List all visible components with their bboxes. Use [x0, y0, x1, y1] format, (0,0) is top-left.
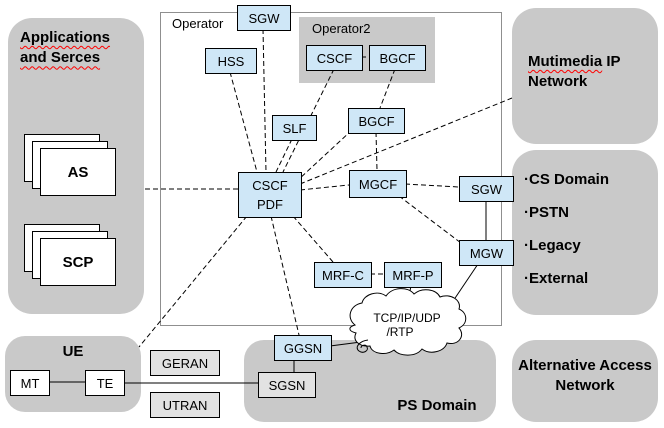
cs-domain-item: ·PSTN: [524, 204, 569, 221]
mgcf-node: MGCF: [349, 170, 407, 198]
cscf-label: CSCF: [252, 178, 288, 193]
operator2-label: Operator2: [312, 21, 371, 36]
sgw-node-right: SGW: [459, 176, 514, 202]
slf-node: SLF: [272, 115, 317, 141]
ggsn-node: GGSN: [274, 335, 332, 361]
applications-services-text: Applications and Serces: [20, 29, 111, 67]
operator-label: Operator: [172, 16, 224, 31]
cscf-node-operator2: CSCF: [306, 45, 363, 71]
cs-domain-item: ·External: [524, 270, 589, 287]
scp-stack: SCP: [24, 224, 116, 286]
bgcf-node: BGCF: [348, 108, 405, 134]
multimedia-ip-network-title: Mutimedia IP Network: [528, 52, 636, 93]
hss-node: HSS: [205, 48, 257, 74]
mrf-c-node: MRF-C: [314, 262, 372, 288]
geran-node: GERAN: [150, 350, 220, 376]
cs-domain-list: ·CS Domain ·PSTN ·Legacy ·External: [524, 168, 650, 300]
mt-node: MT: [10, 370, 50, 396]
scp-node: SCP: [40, 238, 116, 286]
multimedia-ip-network-panel: [512, 8, 658, 144]
sgsn-node: SGSN: [258, 372, 316, 398]
cs-domain-panel: [512, 150, 658, 315]
cscf-pdf-node: CSCF PDF: [238, 172, 302, 218]
multimedia-rest: IP Network: [528, 53, 621, 91]
cloud-label-line2: /RTP: [386, 325, 413, 339]
alternative-access-title: Alternative Access Network: [518, 357, 652, 395]
ue-title: UE: [62, 343, 84, 360]
as-stack: AS: [24, 134, 116, 196]
alternative-access-panel: [512, 340, 658, 422]
cs-domain-item: ·Legacy: [524, 237, 581, 254]
applications-services-title: Applications and Serces: [20, 28, 132, 69]
as-node: AS: [40, 148, 116, 196]
mrf-p-node: MRF-P: [384, 262, 442, 288]
cs-domain-item: ·CS Domain: [524, 171, 610, 188]
multimedia-word: Mutimedia: [528, 53, 603, 70]
pdf-label: PDF: [257, 197, 283, 212]
ps-domain-title: PS Domain: [397, 397, 477, 414]
mgw-node: MGW: [459, 240, 514, 266]
te-node: TE: [85, 370, 125, 396]
utran-node: UTRAN: [150, 392, 220, 418]
bgcf-node-operator2: BGCF: [369, 45, 426, 71]
sgw-node-top: SGW: [237, 5, 291, 31]
